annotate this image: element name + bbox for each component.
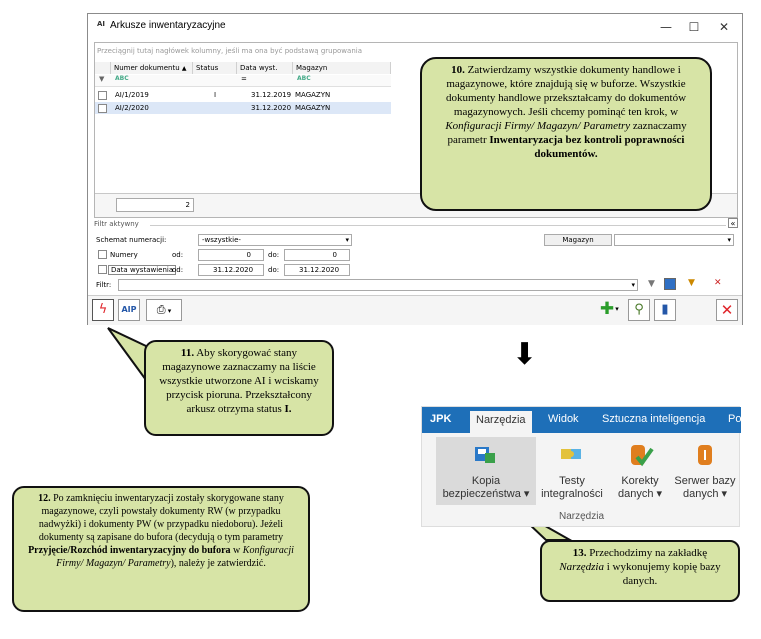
filter-text-input[interactable]: ▾: [118, 279, 638, 291]
filter-text-label: Filtr:: [96, 281, 112, 289]
table-row[interactable]: AI/1/2019 I 31.12.2019 MAGAZYN: [95, 89, 391, 101]
database-check-icon: [631, 445, 654, 467]
add-dropdown-icon[interactable]: ▾: [615, 305, 619, 313]
numbers-to-input[interactable]: 0: [284, 249, 350, 261]
database-server-icon: [698, 445, 712, 465]
col-number-header[interactable]: Numer dokumentu ▲: [111, 62, 193, 74]
tab-narzedzia[interactable]: Narzędzia: [470, 411, 532, 433]
date-do-label: do:: [268, 266, 280, 274]
filter-row: ▼ ABC = ABC: [95, 75, 391, 87]
lightning-icon[interactable]: ϟ: [92, 299, 114, 321]
filter-cell-number[interactable]: ABC: [115, 75, 129, 82]
cell-date: 31.12.2020: [251, 104, 292, 112]
row-count: 2: [116, 198, 194, 212]
print-icon[interactable]: ⎙ ▾: [146, 299, 182, 321]
tab-widok[interactable]: Widok: [548, 413, 579, 425]
numbers-from-input[interactable]: 0: [198, 249, 264, 261]
date-to-input[interactable]: 31.12.2020: [284, 264, 350, 276]
collapse-icon[interactable]: «: [728, 218, 738, 228]
tab-ai[interactable]: Sztuczna inteligencja: [602, 413, 706, 425]
filter-cell-date[interactable]: =: [241, 75, 247, 83]
cell-number: AI/1/2019: [115, 91, 149, 99]
ribbon-panel: JPK Narzędzia Widok Sztuczna inteligencj…: [421, 406, 741, 527]
funnel-clear-icon[interactable]: ▼: [648, 279, 655, 289]
table-row[interactable]: AI/2/2020 31.12.2020 MAGAZYN: [95, 102, 391, 114]
store-select[interactable]: ▾: [614, 234, 734, 246]
callout-step-10: 10. Zatwierdzamy wszystkie dokumenty han…: [420, 57, 712, 211]
cell-store: MAGAZYN: [295, 91, 331, 99]
cell-date: 31.12.2019: [251, 91, 292, 99]
group-hint: Przeciągnij tutaj nagłówek kolumny, jeśl…: [97, 47, 362, 55]
date-od-label: od:: [172, 266, 184, 274]
filter-header: Filtr aktywny: [94, 220, 139, 228]
down-arrow-icon: ⬇: [512, 337, 538, 372]
schema-select[interactable]: -wszystkie-▾: [198, 234, 352, 246]
aip-icon[interactable]: AIP: [118, 299, 140, 321]
filter-panel: Filtr aktywny « Schemat numeracji: -wszy…: [94, 218, 738, 292]
tab-more[interactable]: Po: [728, 413, 742, 425]
apply-filter-icon[interactable]: [664, 278, 676, 290]
store-button[interactable]: Magazyn: [544, 234, 612, 246]
col-status-header[interactable]: Status: [193, 62, 237, 74]
col-store-header[interactable]: Magazyn: [293, 62, 391, 74]
callout-step-13: 13. Przechodzimy na zakładkę Narzędzia i…: [540, 540, 740, 602]
divider: [150, 225, 726, 226]
minimize-button[interactable]: —: [660, 20, 672, 34]
row-checkbox[interactable]: [98, 104, 107, 113]
delete-bin-icon[interactable]: ▮: [654, 299, 676, 321]
numbers-do-label: do:: [268, 251, 280, 259]
window-title: Arkusze inwentaryzacyjne: [110, 20, 226, 31]
callout-step-11: 11. Aby skorygować stany magazynowe zazn…: [144, 340, 334, 436]
edit-icon[interactable]: ⚲: [628, 299, 650, 321]
ribbon-group-label: Narzędzia: [558, 511, 605, 522]
cell-number: AI/2/2020: [115, 104, 149, 112]
callout-step-12: 12. Po zamknięciu inwentaryzacji zostały…: [12, 486, 310, 612]
date-checkbox[interactable]: [98, 265, 107, 274]
filter-remove-icon[interactable]: ✕: [714, 278, 722, 288]
maximize-button[interactable]: ☐: [688, 20, 700, 34]
select-all-header[interactable]: [95, 62, 111, 74]
app-icon: AI: [97, 20, 106, 28]
filter-cell-store[interactable]: ABC: [297, 75, 311, 82]
funnel-icon: ▼: [99, 75, 105, 83]
row-checkbox[interactable]: [98, 91, 107, 100]
col-date-header[interactable]: Data wyst.: [237, 62, 293, 74]
numbers-od-label: od:: [172, 251, 184, 259]
close-icon[interactable]: ✕: [716, 299, 738, 321]
puzzle-icon: [561, 449, 581, 459]
backup-icon: [475, 447, 495, 463]
date-label: Data wystawienia: [108, 265, 177, 275]
add-icon[interactable]: ✚: [599, 299, 615, 319]
filter-edit-icon[interactable]: ▼: [688, 278, 695, 288]
cell-status: I: [214, 91, 217, 99]
close-window-button[interactable]: ✕: [718, 20, 730, 34]
date-from-input[interactable]: 31.12.2020: [198, 264, 264, 276]
schema-label: Schemat numeracji:: [96, 236, 167, 244]
cell-store: MAGAZYN: [295, 104, 331, 112]
ribbon-tabs: JPK Narzędzia Widok Sztuczna inteligencj…: [422, 407, 741, 433]
tab-jpk[interactable]: JPK: [430, 413, 452, 425]
numbers-label: Numery: [110, 251, 138, 259]
numbers-checkbox[interactable]: [98, 250, 107, 259]
title-bar: AI Arkusze inwentaryzacyjne — ☐ ✕: [88, 14, 742, 40]
bottom-toolbar: ϟ AIP ⎙ ▾ ✚ ▾ ⚲ ▮ ✕: [88, 295, 742, 325]
